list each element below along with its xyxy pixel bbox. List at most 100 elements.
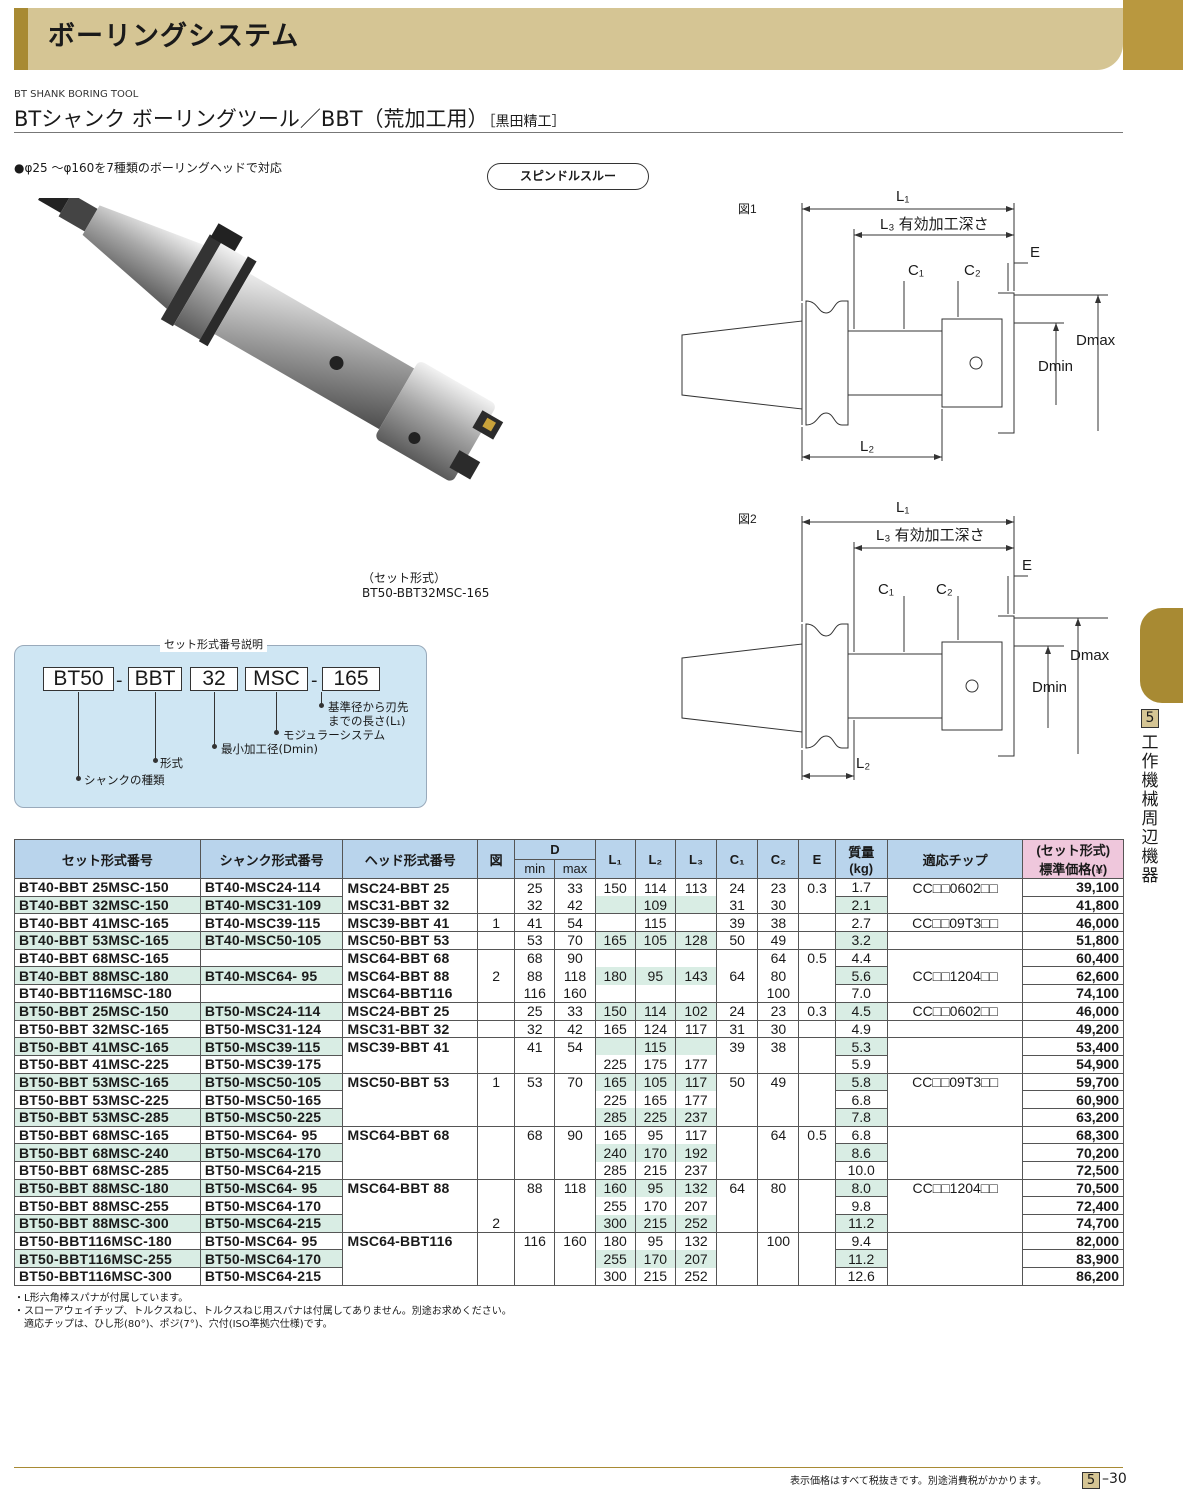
cell-l1: 225 <box>594 1055 636 1074</box>
th-c2: C₂ <box>757 839 800 879</box>
cell-l1 <box>594 1037 636 1056</box>
cell-l3 <box>674 1037 718 1056</box>
fig2-l3: L₃ 有効加工深さ <box>876 527 985 544</box>
cell-l2 <box>634 984 676 1003</box>
cell-c1: 39 <box>716 1037 759 1056</box>
cell-l2: 95 <box>634 1125 676 1144</box>
cell-shank: BT40-MSC24-114 <box>199 878 344 897</box>
cell-l3 <box>674 948 718 967</box>
cell-set: BT40-BBT 32MSC-150 <box>14 896 201 915</box>
cell-c2: 100 <box>757 1231 800 1250</box>
subtitle-jp: BTシャンク ボーリングツール／BBT（荒加工用）［黒田精工］ <box>14 103 566 133</box>
cell-fig <box>477 1178 516 1197</box>
cell-c2 <box>757 1267 800 1286</box>
chapter-number: 5 <box>1141 709 1159 728</box>
th-mass-2: (kg) <box>849 861 874 876</box>
cell-dmax: 42 <box>554 1019 596 1038</box>
cell-mass: 11.2 <box>834 1214 888 1233</box>
th-l2: L₂ <box>634 839 676 879</box>
cell-l1: 150 <box>594 878 636 897</box>
cell-l1: 165 <box>594 1019 636 1038</box>
cell-dmax: 42 <box>554 896 596 914</box>
cell-dmin: 32 <box>514 1019 556 1038</box>
cell-chip: CC□□09T3□□ <box>886 913 1024 932</box>
cell-dmin: 41 <box>514 913 556 932</box>
cell-e <box>798 1037 836 1056</box>
cell-fig <box>477 878 516 897</box>
cell-e <box>798 1143 836 1162</box>
cell-shank <box>199 984 344 1003</box>
cell-c2: 30 <box>757 896 800 914</box>
cell-dmin <box>514 1090 556 1109</box>
cell-l2: 95 <box>634 1231 676 1250</box>
cell-fig <box>477 1267 516 1286</box>
cell-fig <box>477 1090 516 1109</box>
cell-set: BT50-BBT 53MSC-285 <box>14 1108 201 1127</box>
cell-l3: 207 <box>674 1196 718 1215</box>
cell-price: 41,800 <box>1022 896 1124 915</box>
th-fig: 図 <box>477 839 516 879</box>
cell-c2: 23 <box>757 1001 800 1020</box>
cell-head <box>342 1108 479 1127</box>
cell-l2: 170 <box>634 1196 676 1215</box>
spec-table: セット形式番号 シャンク形式番号 ヘッド形式番号 図 D L₁ L₂ L₃ C₁… <box>14 839 1124 1286</box>
cell-fig <box>477 1231 516 1250</box>
cell-dmax <box>554 1267 596 1286</box>
cell-price: 46,000 <box>1022 1001 1124 1021</box>
cell-c1 <box>716 1231 759 1250</box>
cell-l1 <box>594 948 636 967</box>
cell-set: BT50-BBT 41MSC-165 <box>14 1037 201 1056</box>
cell-dmax: 54 <box>554 913 596 932</box>
cell-l1: 165 <box>594 931 636 950</box>
th-set: セット形式番号 <box>14 839 201 879</box>
cell-dmin <box>514 1161 556 1180</box>
cell-dmax: 118 <box>554 966 596 985</box>
cell-price: 70,500 <box>1022 1178 1124 1198</box>
cell-shank: BT50-MSC64- 95 <box>199 1125 344 1145</box>
cell-head: MSC31-BBT 32 <box>342 896 479 914</box>
cell-l1 <box>594 984 636 1003</box>
fig2-l2: L₂ <box>856 755 870 772</box>
cell-e: 0.3 <box>798 1001 836 1020</box>
cell-e <box>798 1249 836 1268</box>
cell-c2 <box>757 1055 800 1074</box>
cell-fig: 2 <box>477 966 516 985</box>
cell-l1: 255 <box>594 1249 636 1268</box>
chapter-tab[interactable] <box>1140 608 1183 703</box>
cell-c2: 100 <box>757 984 800 1003</box>
th-price-1: (セット形式) <box>1036 843 1111 858</box>
cell-dmin: 68 <box>514 1125 556 1144</box>
cell-chip <box>886 1161 1024 1180</box>
cell-dmin: 53 <box>514 1072 556 1091</box>
cell-mass: 8.0 <box>834 1178 888 1198</box>
cell-l1: 180 <box>594 966 636 985</box>
cell-set: BT50-BBT 88MSC-180 <box>14 1178 201 1198</box>
cell-head: MSC64-BBT 68 <box>342 948 479 967</box>
cell-fig: 1 <box>477 913 516 932</box>
cell-head <box>342 1143 479 1162</box>
cell-c1: 31 <box>716 896 759 914</box>
cell-c1: 31 <box>716 1019 759 1038</box>
cell-l3: 117 <box>674 1072 718 1091</box>
cell-e <box>798 1072 836 1091</box>
maker-label: ［黒田精工］ <box>488 114 566 130</box>
cell-dmax <box>554 1055 596 1074</box>
cell-l2: 95 <box>634 1178 676 1197</box>
leader-dot-min <box>212 744 217 749</box>
cell-c1 <box>716 1108 759 1127</box>
cell-head <box>342 1161 479 1180</box>
cell-c1 <box>716 1161 759 1180</box>
fig2-label: 図2 <box>738 512 757 526</box>
cell-mass: 11.2 <box>834 1249 888 1269</box>
cell-l1: 225 <box>594 1090 636 1109</box>
cell-fig <box>477 1001 516 1020</box>
cell-c2: 80 <box>757 966 800 985</box>
cell-c1 <box>716 1196 759 1215</box>
